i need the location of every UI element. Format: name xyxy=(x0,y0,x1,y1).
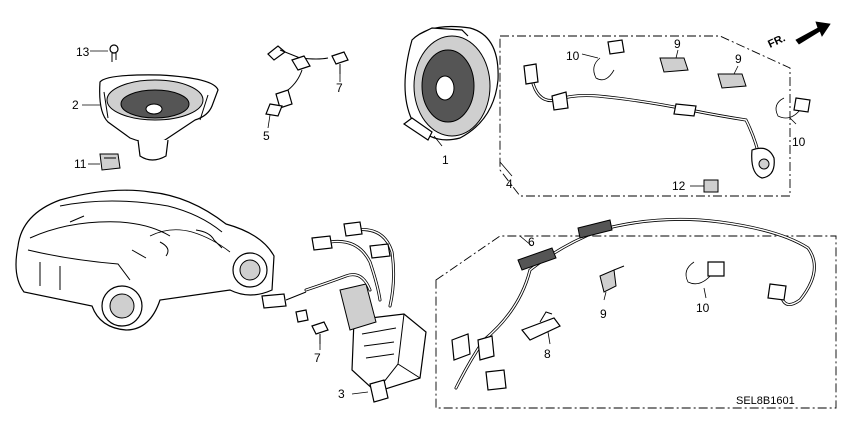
callout-8: 8 xyxy=(544,347,551,361)
bolt-part-7-upper xyxy=(331,51,349,82)
callout-9-left: 9 xyxy=(674,37,681,51)
amplifier-part-3 xyxy=(339,283,427,403)
screw-part-13 xyxy=(90,44,119,62)
callout-3: 3 xyxy=(338,387,345,401)
callout-10-lower: 10 xyxy=(696,301,710,315)
part-6-group xyxy=(435,217,837,409)
callout-2: 2 xyxy=(72,98,79,112)
speaker-part-1 xyxy=(402,25,499,147)
callout-13: 13 xyxy=(76,45,90,59)
callout-9-lower: 9 xyxy=(600,307,607,321)
bolt-part-7-lower xyxy=(311,321,329,350)
clip-part-12 xyxy=(690,179,719,193)
callout-7-upper: 7 xyxy=(336,81,343,95)
diagram-part-code: SEL8B1601 xyxy=(736,395,795,407)
callout-7-lower: 7 xyxy=(314,351,321,365)
part-4-group xyxy=(499,35,811,197)
callout-10-upper: 10 xyxy=(566,49,580,63)
arrow-icon xyxy=(795,21,831,45)
antenna-cables-part-3 xyxy=(261,221,396,323)
harness-part-5 xyxy=(265,45,329,129)
vehicle-outline xyxy=(15,189,275,331)
callout-6: 6 xyxy=(528,235,535,249)
callout-9-right: 9 xyxy=(735,52,742,66)
callout-1: 1 xyxy=(442,153,449,167)
callout-12: 12 xyxy=(672,179,686,193)
callout-11: 11 xyxy=(74,157,87,171)
front-direction-indicator: FR. xyxy=(766,21,831,51)
clip-part-11 xyxy=(88,153,121,171)
front-direction-label: FR. xyxy=(766,32,787,50)
callout-10-right: 10 xyxy=(792,135,806,149)
callout-5: 5 xyxy=(263,129,270,143)
speaker-part-2 xyxy=(82,74,219,161)
callout-4: 4 xyxy=(506,177,513,191)
callout-labels: 13 2 11 5 7 1 10 9 9 4 10 12 6 7 3 8 9 1… xyxy=(72,37,806,401)
